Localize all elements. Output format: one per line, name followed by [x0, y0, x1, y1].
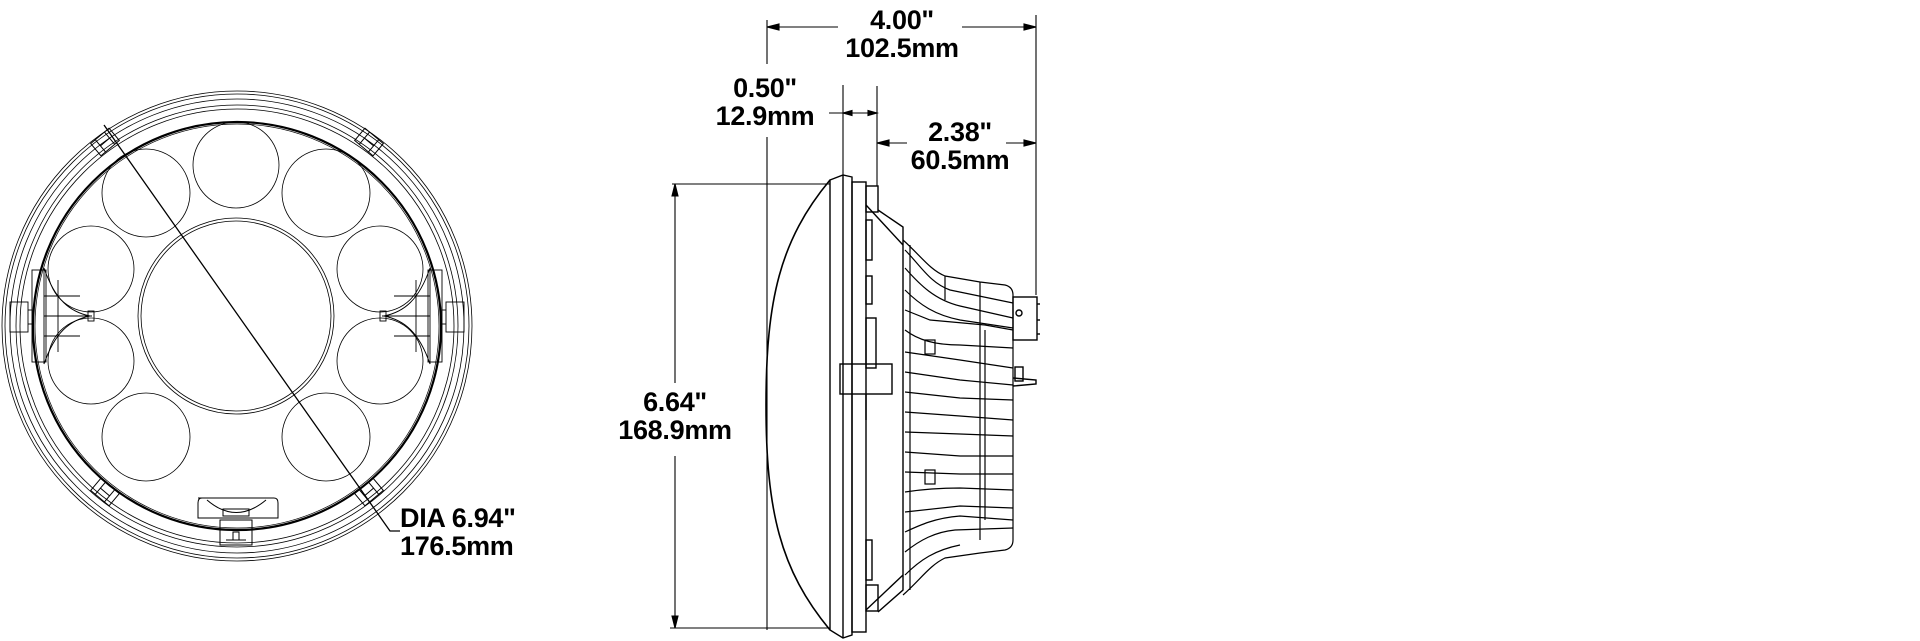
- bezel-depth-mm: 12.9mm: [715, 101, 815, 131]
- connector: [1012, 296, 1040, 387]
- lens-dome: [765, 179, 831, 631]
- led-reflector-top-left: [101, 148, 191, 238]
- led-reflectors: [47, 121, 424, 482]
- diameter-inches: DIA 6.94": [400, 503, 516, 533]
- outer-rings: [1, 90, 473, 562]
- dimension-lines: [670, 15, 1037, 630]
- lens-height-inches: 6.64": [643, 387, 707, 417]
- right-mount-bracket: [379, 267, 465, 365]
- center-lens: [137, 217, 335, 415]
- overall-depth-label: 4.00" 102.5mm: [822, 6, 982, 62]
- heat-sink-fins: [902, 239, 1014, 596]
- housing: [865, 204, 904, 613]
- clip-top-left: [89, 127, 121, 157]
- led-reflector-bottom-left: [101, 392, 191, 482]
- led-reflector-right-upper: [336, 225, 424, 313]
- housing-depth-inches: 2.38": [928, 117, 992, 147]
- led-reflector-top: [192, 121, 280, 209]
- diameter-mm: 176.5mm: [400, 531, 514, 561]
- front-view: [1, 90, 473, 562]
- housing-depth-label: 2.38" 60.5mm: [895, 118, 1025, 174]
- side-view: [765, 174, 1040, 639]
- bezel-depth-inches: 0.50": [733, 73, 797, 103]
- overall-depth-mm: 102.5mm: [845, 33, 959, 63]
- clip-bottom-left: [89, 477, 121, 507]
- diameter-leader-line: [103, 124, 400, 532]
- led-reflector-right-lower: [336, 317, 424, 405]
- bezel-depth-label: 0.50" 12.9mm: [700, 74, 830, 130]
- bezel: [829, 174, 893, 639]
- lens-height-mm: 168.9mm: [618, 415, 732, 445]
- lens-height-label: 6.64" 168.9mm: [605, 388, 745, 444]
- clip-top-right: [353, 127, 385, 157]
- led-reflector-left-upper: [47, 225, 135, 313]
- led-reflector-bottom-right: [281, 392, 371, 482]
- left-mount-bracket: [9, 267, 95, 365]
- led-reflector-top-right: [281, 148, 371, 238]
- overall-depth-inches: 4.00": [870, 5, 934, 35]
- bottom-tab: [197, 497, 279, 546]
- diameter-label: DIA 6.94" 176.5mm: [400, 504, 516, 560]
- housing-depth-mm: 60.5mm: [910, 145, 1010, 175]
- led-reflector-left-lower: [47, 317, 135, 405]
